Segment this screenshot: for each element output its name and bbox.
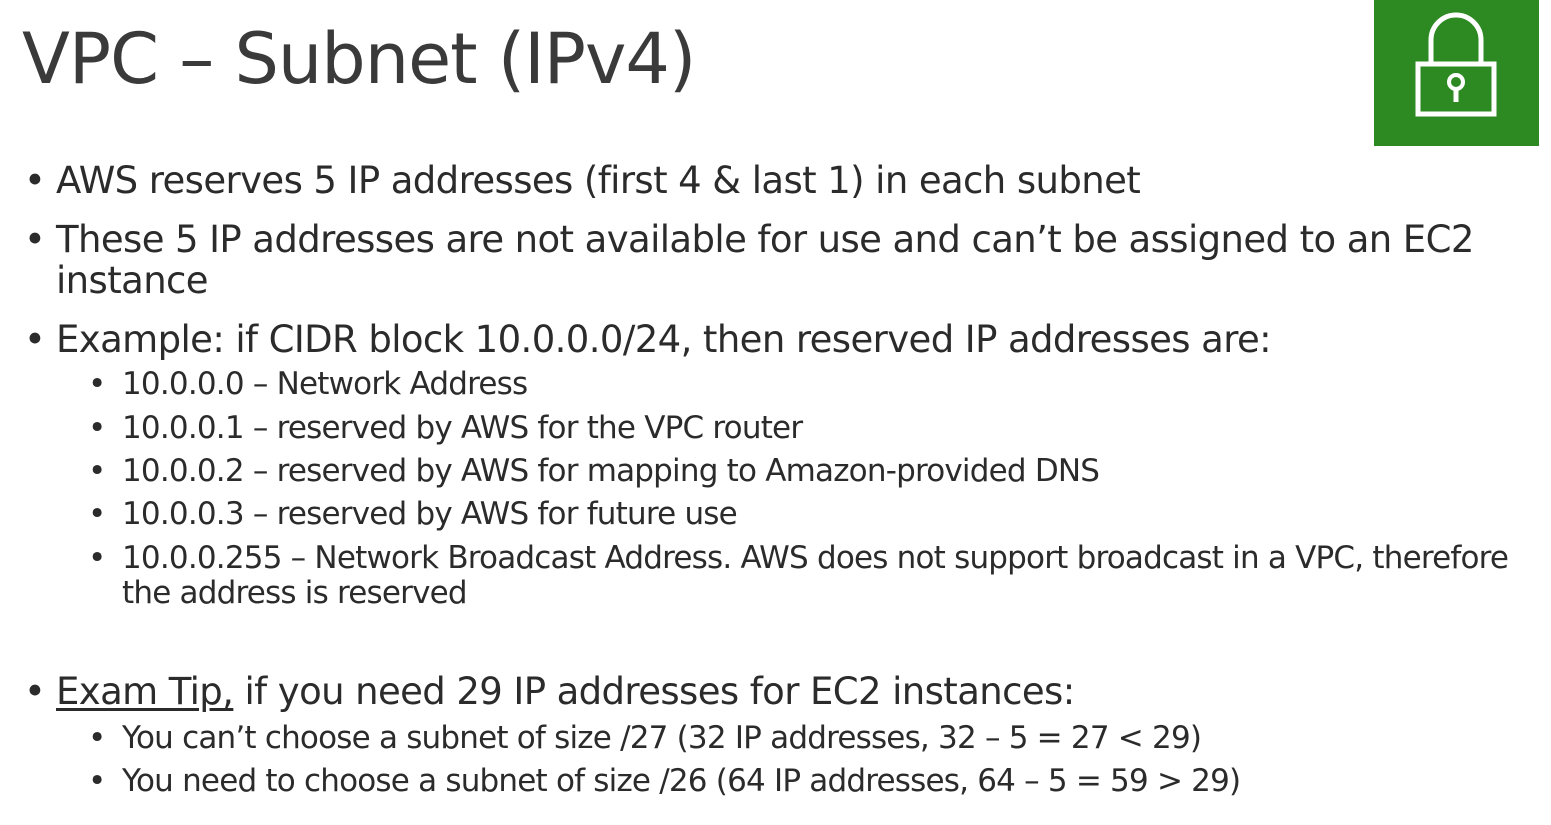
bullet-marker: • <box>88 453 106 489</box>
bullet-marker: • <box>24 670 46 713</box>
bullet-marker: • <box>88 410 106 446</box>
bullet-text: AWS reserves 5 IP addresses (first 4 & l… <box>56 159 1141 202</box>
bullet-marker: • <box>88 540 106 576</box>
exam-tip-label: Exam Tip, <box>56 670 234 713</box>
bullet-marker: • <box>88 366 106 402</box>
bullet-marker: • <box>88 496 106 532</box>
tip-text: You can’t choose a subnet of size /27 (3… <box>122 720 1202 756</box>
bullet-text: These 5 IP addresses are not available f… <box>56 218 1474 302</box>
bullet-reserves: • AWS reserves 5 IP addresses (first 4 &… <box>24 160 1514 201</box>
exam-tip-text: if you need 29 IP addresses for EC2 inst… <box>233 670 1076 713</box>
reserved-text: 10.0.0.1 – reserved by AWS for the VPC r… <box>122 410 803 446</box>
bullet-marker: • <box>24 318 46 361</box>
reserved-vpc-router: • 10.0.0.1 – reserved by AWS for the VPC… <box>88 411 1528 446</box>
tip-need-choose: • You need to choose a subnet of size /2… <box>88 764 1528 799</box>
reserved-text: 10.0.0.3 – reserved by AWS for future us… <box>122 496 738 532</box>
lock-badge <box>1374 0 1539 146</box>
reserved-dns: • 10.0.0.2 – reserved by AWS for mapping… <box>88 454 1528 489</box>
bullet-exam-tip: • Exam Tip, if you need 29 IP addresses … <box>24 671 1514 712</box>
bullet-marker: • <box>24 159 46 202</box>
lock-icon <box>1415 12 1497 117</box>
tip-cant-choose: • You can’t choose a subnet of size /27 … <box>88 721 1528 756</box>
reserved-text: 10.0.0.0 – Network Address <box>122 366 528 402</box>
bullet-text: Example: if CIDR block 10.0.0.0/24, then… <box>56 318 1272 361</box>
reserved-text: 10.0.0.2 – reserved by AWS for mapping t… <box>122 453 1100 489</box>
reserved-network-address: • 10.0.0.0 – Network Address <box>88 367 1528 402</box>
tip-text: You need to choose a subnet of size /26 … <box>122 763 1241 799</box>
bullet-marker: • <box>88 763 106 799</box>
reserved-broadcast: • 10.0.0.255 – Network Broadcast Address… <box>88 541 1528 611</box>
bullet-marker: • <box>88 720 106 756</box>
bullet-unavailable: • These 5 IP addresses are not available… <box>24 219 1514 301</box>
reserved-future-use: • 10.0.0.3 – reserved by AWS for future … <box>88 497 1528 532</box>
slide-title: VPC – Subnet (IPv4) <box>22 18 696 100</box>
bullet-marker: • <box>24 218 46 261</box>
reserved-text: 10.0.0.255 – Network Broadcast Address. … <box>122 540 1509 611</box>
bullet-example: • Example: if CIDR block 10.0.0.0/24, th… <box>24 319 1514 360</box>
